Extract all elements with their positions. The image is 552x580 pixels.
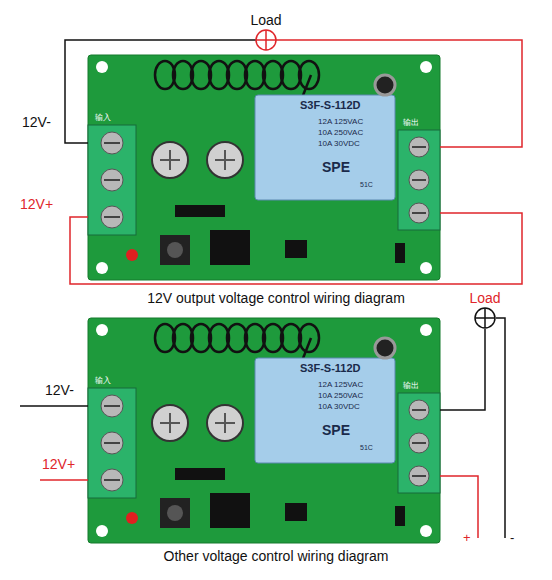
load-wire (496, 318, 505, 538)
load-symbol: Load (244, 12, 288, 52)
load-wire (440, 329, 485, 410)
negative-wire (20, 405, 88, 407)
relay-brand: SPE (322, 422, 350, 438)
voltage-label: 12V- (22, 114, 51, 130)
terminal-mark: 输入 (95, 113, 111, 122)
load-label: Load (463, 290, 507, 306)
supply-wire (440, 476, 478, 538)
relay-brand: SPE (322, 159, 350, 175)
relay-rating: 10A 250VAC (318, 128, 363, 137)
load-symbol: Load (463, 290, 507, 330)
receiver-board (88, 318, 440, 543)
load-label: Load (244, 12, 288, 28)
relay-rating: 12A 125VAC (318, 117, 363, 126)
positive-wire (70, 213, 522, 284)
negative-wire (65, 40, 256, 143)
relay-code: 51C (360, 444, 373, 452)
relay-code: 51C (360, 181, 373, 189)
relay-rating: 12A 125VAC (318, 380, 363, 389)
terminal-mark: 输入 (95, 376, 111, 385)
load-wire (276, 40, 522, 147)
voltage-label: 12V- (45, 382, 74, 398)
relay-rating: 10A 30VDC (318, 402, 360, 411)
terminal-mark: 输出 (403, 381, 419, 390)
relay-model: S3F-S-112D (300, 99, 361, 112)
polarity-mark: + (463, 531, 471, 546)
load-circle (473, 306, 497, 330)
terminal-mark: 输出 (403, 118, 419, 127)
load-circle (254, 28, 278, 52)
polarity-mark: - (510, 531, 514, 546)
positive-wire (40, 479, 88, 481)
relay-rating: 10A 250VAC (318, 391, 363, 400)
voltage-label: 12V+ (20, 196, 53, 212)
relay-model: S3F-S-112D (300, 362, 361, 375)
caption-text: Other voltage control wiring diagram (164, 548, 389, 564)
caption-text: 12V output voltage control wiring diagra… (147, 290, 405, 306)
receiver-board (88, 55, 440, 280)
relay-rating: 10A 30VDC (318, 139, 360, 148)
voltage-label: 12V+ (42, 456, 75, 472)
